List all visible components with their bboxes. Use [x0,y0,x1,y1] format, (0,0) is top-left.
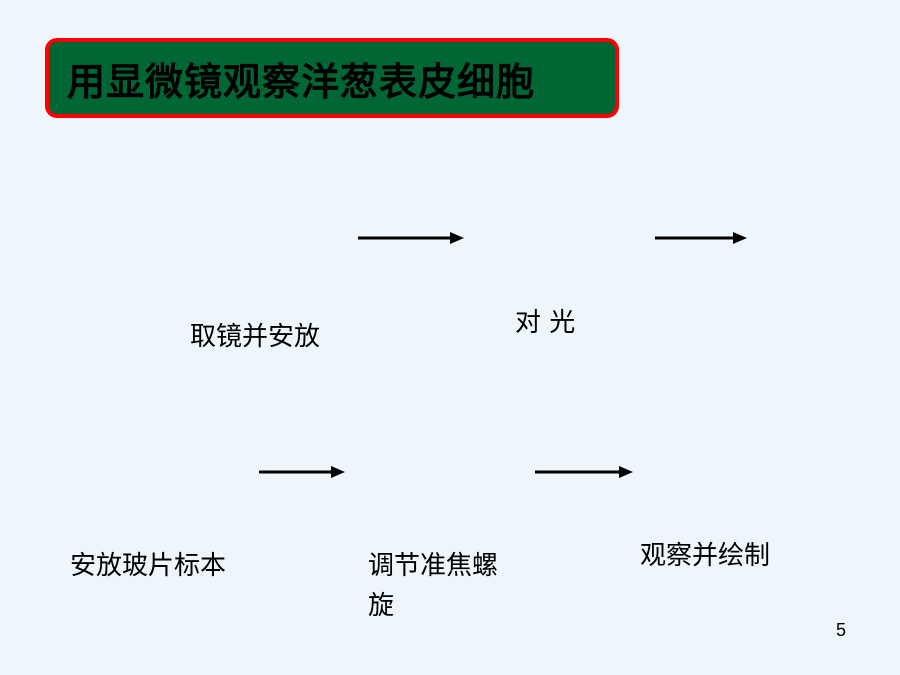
step-place-slide: 安放玻片标本 [70,551,227,581]
step-adjust-light: 对 光 [515,308,576,338]
page-number: 5 [836,620,847,640]
step-take-microscope: 取镜并安放 [190,322,321,352]
arrow-right-icon [358,232,464,244]
title-box: 用显微镜观察洋葱表皮细胞 [45,38,619,118]
slide-title: 用显微镜观察洋葱表皮细胞 [67,59,536,104]
arrow-right-icon [259,466,345,478]
step-adjust-focus: 调节准焦螺 旋 [368,546,498,626]
step-observe-draw: 观察并绘制 [640,541,771,571]
arrow-right-icon [535,466,633,478]
step-adjust-focus-line2: 旋 [368,591,395,621]
step-adjust-focus-line1: 调节准焦螺 [368,551,499,581]
arrow-right-icon [655,232,747,244]
